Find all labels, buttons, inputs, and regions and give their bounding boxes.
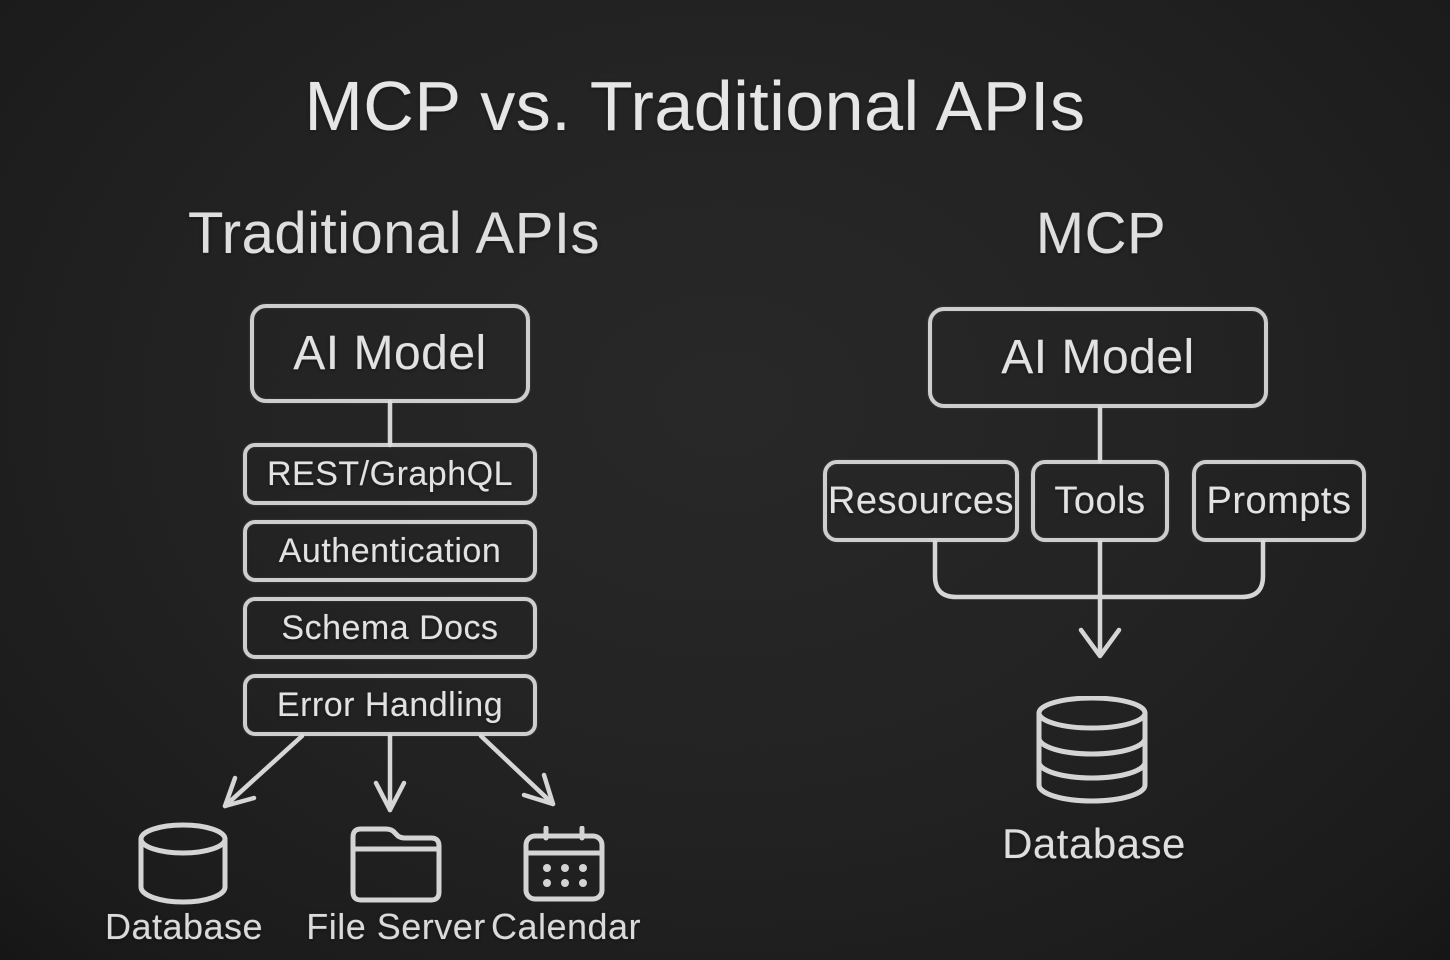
arrow-to-file-server [373, 733, 407, 813]
node-ai-model-traditional: AI Model [250, 304, 530, 403]
label-calendar: Calendar [490, 906, 642, 947]
node-ai-model-mcp: AI Model [928, 307, 1268, 408]
database-icon [1036, 696, 1148, 804]
merge-connector-line [932, 539, 1266, 600]
left-column-heading: Traditional APIs [187, 201, 601, 266]
page-title: MCP vs. Traditional APIs [304, 67, 1086, 145]
label-file-server: File Server [306, 906, 486, 947]
node-authentication: Authentication [243, 520, 537, 582]
calendar-icon [523, 826, 605, 902]
arrow-to-database [222, 733, 305, 809]
node-resources: Resources [823, 460, 1019, 542]
label-database: Database [104, 906, 264, 947]
node-schema-docs: Schema Docs [243, 597, 537, 659]
label-database: Database [1002, 820, 1186, 867]
node-prompts: Prompts [1192, 460, 1366, 542]
right-column-heading: MCP [1035, 201, 1167, 266]
arrow-to-right-database [1078, 539, 1122, 659]
database-icon [138, 822, 228, 905]
node-error-handling: Error Handling [243, 674, 537, 736]
node-rest-graphql: REST/GraphQL [243, 443, 537, 505]
node-tools: Tools [1031, 460, 1169, 542]
arrow-to-calendar [478, 733, 556, 807]
file-server-icon [350, 826, 442, 903]
